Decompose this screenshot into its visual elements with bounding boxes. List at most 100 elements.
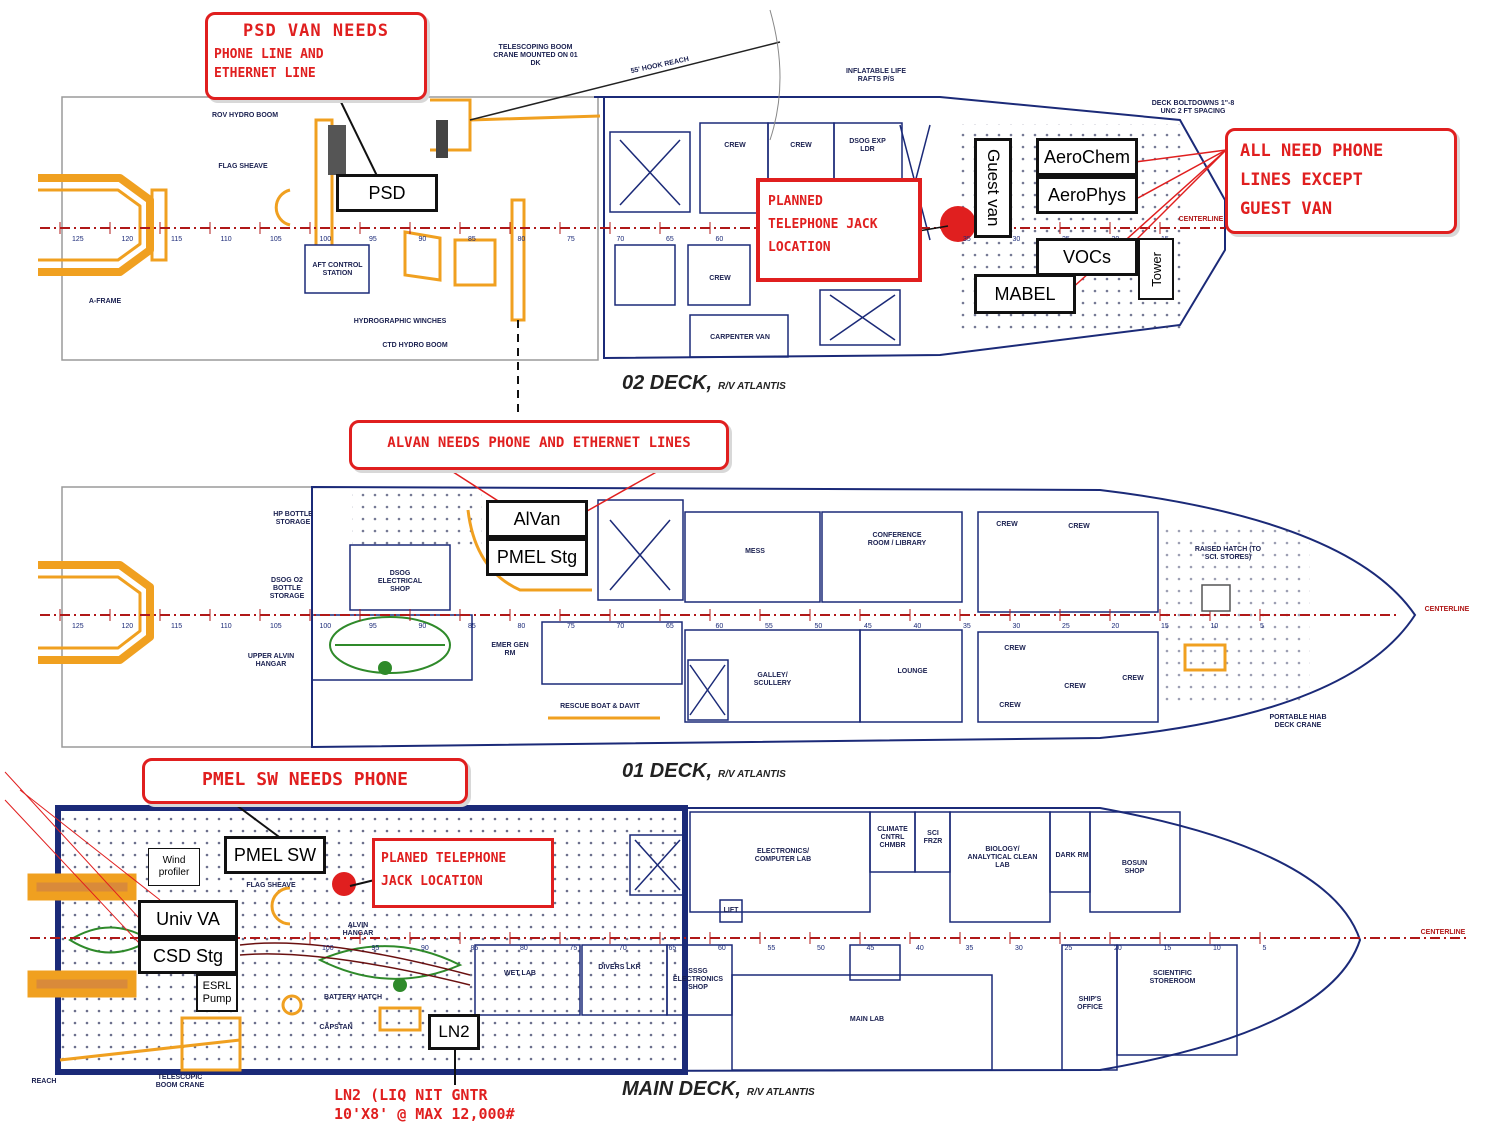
frame-number: 60 [716, 623, 724, 630]
callout-pmel-sw-needs: PMEL SW NEEDS PHONE [142, 758, 468, 804]
vocs-box: VOCs [1036, 238, 1138, 276]
frame-number: 75 [567, 623, 575, 630]
frame-number: 10 [1213, 945, 1221, 952]
frame-number: 115 [171, 236, 182, 243]
frame-number: 80 [518, 236, 526, 243]
frame-number: 105 [270, 623, 282, 630]
label-raised-hatch: RAISED HATCH (TO SCI. STORES) [1194, 546, 1262, 561]
frame-number: 45 [864, 623, 872, 630]
label-hydro-winches: HYDROGRAPHIC WINCHES [353, 318, 447, 325]
label-a-frame: A-FRAME [88, 298, 122, 305]
frame-number: 120 [122, 623, 134, 630]
esrl-pump-box: ESRL Pump [196, 974, 238, 1012]
planned-jack-dot-02 [940, 206, 976, 242]
pmel-sw-box: PMEL SW [224, 836, 326, 874]
frame-number: 85 [468, 623, 476, 630]
main-deck-title: MAIN DECK,R/V ATLANTIS [622, 1078, 815, 1100]
frame-number: 110 [221, 236, 232, 243]
label-dsog-elec: DSOG ELECTRICAL SHOP [377, 570, 423, 593]
frame-number: 25 [1065, 945, 1073, 952]
label-crew-01f: CREW [999, 702, 1021, 709]
frame-number: 55 [765, 623, 773, 630]
aerophys-box: AeroPhys [1036, 176, 1138, 214]
frame-number: 120 [122, 236, 134, 243]
frame-number: 30 [1015, 945, 1023, 952]
label-galley: GALLEY/ SCULLERY [753, 672, 792, 687]
label-crew-01e: CREW [1122, 675, 1144, 682]
frame-number: 65 [666, 236, 674, 243]
label-electronics-lab: ELECTRONICS/ COMPUTER LAB [754, 848, 812, 863]
label-crew-01d: CREW [1064, 683, 1086, 690]
frame-number: 90 [421, 945, 429, 952]
label-bosun-shop: BOSUN SHOP [1121, 860, 1148, 875]
label-mess: MESS [745, 548, 765, 555]
frame-number: 55 [768, 945, 776, 952]
label-ctd-boom: CTD HYDRO BOOM [382, 342, 448, 349]
label-lift: LIFT [723, 907, 739, 914]
label-rescue-boat: RESCUE BOAT & DAVIT [560, 703, 640, 710]
frame-number: 100 [320, 623, 332, 630]
label-centerline-01: CENTERLINE [1424, 606, 1470, 613]
psd-van-box: PSD [336, 174, 438, 212]
frame-number: 20 [1114, 945, 1122, 952]
tower-box: Tower [1138, 238, 1174, 300]
label-conference: CONFERENCE ROOM / LIBRARY [867, 532, 927, 547]
mabel-box: MABEL [974, 274, 1076, 314]
deck-02-title: 02 DECK,R/V ATLANTIS [622, 372, 786, 394]
frame-number: 5 [1260, 623, 1264, 630]
label-crew-01b: CREW [1068, 523, 1090, 530]
frame-number: 75 [567, 236, 575, 243]
label-centerline-02: CENTERLINE [1178, 216, 1224, 223]
label-telescopic-crane: TELESCOPIC BOOM CRANE [155, 1074, 205, 1089]
frame-number: 95 [372, 945, 380, 952]
guest-van-box: Guest van [974, 138, 1012, 238]
callout-all-need-phone: ALL NEED PHONE LINES EXCEPT GUEST VAN [1225, 128, 1457, 234]
univ-va-box: Univ VA [138, 900, 238, 938]
frame-number: 100 [322, 945, 334, 952]
label-crew-01c: CREW [1004, 645, 1026, 652]
frame-number: 35 [963, 623, 971, 630]
frame-number: 30 [1013, 623, 1021, 630]
label-carpenter-van: CARPENTER VAN [710, 334, 770, 341]
frame-number: 65 [666, 623, 674, 630]
frame-number: 15 [1161, 623, 1169, 630]
label-sci-frzr: SCI FRZR [923, 830, 943, 845]
frame-number: 45 [867, 945, 875, 952]
frame-number: 20 [1112, 623, 1120, 630]
frame-number: 90 [419, 623, 427, 630]
frame-number: 40 [916, 945, 924, 952]
label-divers-lkr: DIVERS LKR [598, 964, 641, 971]
label-crew-02b: CREW [790, 142, 812, 149]
aerochem-box: AeroChem [1036, 138, 1138, 176]
label-capstan: CAPSTAN [319, 1024, 353, 1031]
frame-number: 65 [669, 945, 677, 952]
label-dark-rm: DARK RM [1055, 852, 1089, 859]
alvan-box: AlVan [486, 500, 588, 538]
frame-number: 60 [716, 236, 724, 243]
deck-01-plan [38, 485, 1417, 749]
label-bio-lab: BIOLOGY/ ANALYTICAL CLEAN LAB [967, 846, 1038, 869]
frame-number: 70 [619, 945, 627, 952]
frame-number: 50 [817, 945, 825, 952]
label-battery-hatch: BATTERY HATCH [323, 994, 383, 1001]
callout-planned-jack-main: PLANED TELEPHONE JACK LOCATION [372, 838, 554, 908]
pmel-stg-box: PMEL Stg [486, 538, 588, 576]
label-wet-lab: WET LAB [504, 970, 536, 977]
frame-number: 70 [617, 236, 625, 243]
label-dsog-o2: DSOG O2 BOTTLE STORAGE [269, 577, 305, 600]
frame-number: 70 [617, 623, 625, 630]
frame-number: 125 [72, 236, 84, 243]
label-sssg: SSSG ELECTRONICS SHOP [672, 968, 724, 991]
wind-profiler-box: Wind profiler [148, 848, 200, 886]
frame-number: 50 [815, 623, 823, 630]
label-emer-gen: EMER GEN RM [491, 642, 529, 657]
frame-number: 25 [1062, 623, 1070, 630]
label-ships-office: SHIP'S OFFICE [1077, 996, 1103, 1011]
frame-number: 35 [966, 945, 974, 952]
callout-psd-van-needs: PSD VAN NEEDS PHONE LINE AND ETHERNET LI… [205, 12, 427, 100]
label-sci-storeroom: SCIENTIFIC STOREROOM [1149, 970, 1196, 985]
callout-alvan-needs: ALVAN NEEDS PHONE AND ETHERNET LINES [349, 420, 729, 470]
label-deck-boltdowns: DECK BOLTDOWNS 1"-8 UNC 2 FT SPACING [1151, 100, 1235, 115]
deck-01-title: 01 DECK,R/V ATLANTIS [622, 760, 786, 782]
planned-jack-dot-main [332, 872, 356, 896]
